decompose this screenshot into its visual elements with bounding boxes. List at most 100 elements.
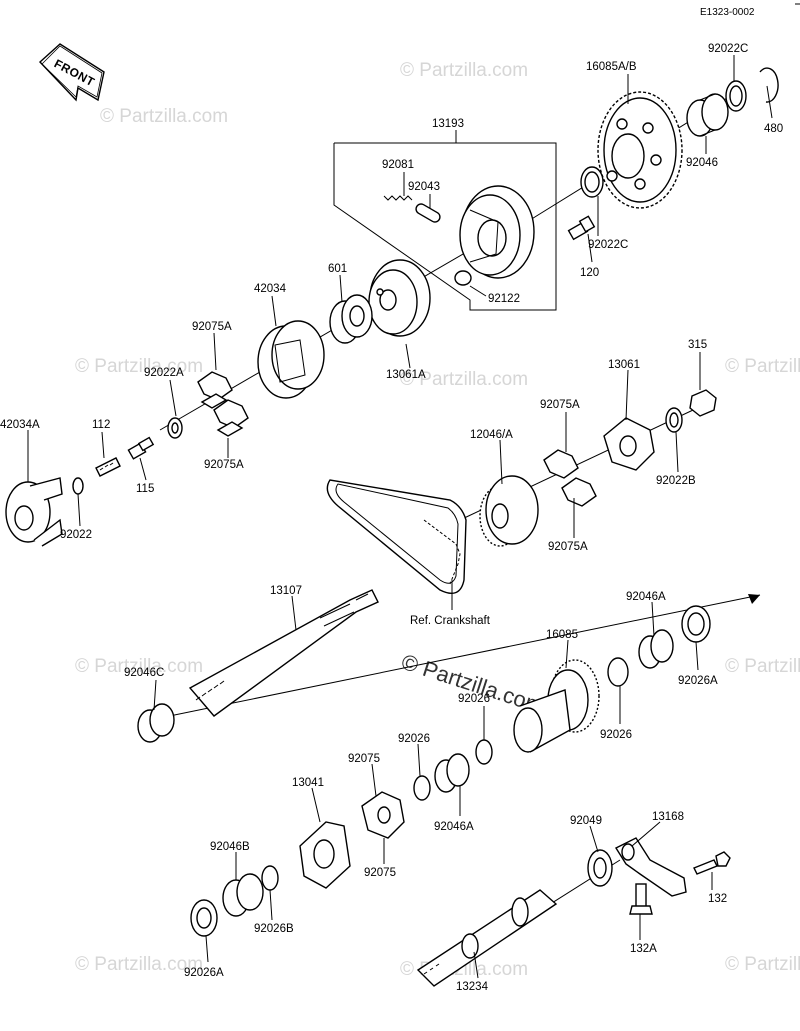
needle-bearing: [638, 629, 674, 669]
callout-92046A-top: 92046A: [626, 591, 666, 603]
assembly-bracket: [333, 130, 557, 311]
washer: [261, 865, 279, 891]
callout-92022B: 92022B: [656, 475, 696, 487]
watermark: © Partzilla.com: [725, 656, 800, 677]
callout-92049: 92049: [570, 815, 602, 827]
axis-line: [149, 594, 761, 721]
needle-bearing: [434, 753, 470, 793]
drive-chain: [326, 479, 467, 594]
stud: [95, 457, 121, 477]
callout-92022C-top: 92022C: [708, 43, 748, 55]
washer: [607, 657, 629, 687]
callout-92046C: 92046C: [124, 667, 164, 679]
front-arrow-icon: [38, 43, 105, 102]
callout-92081: 92081: [382, 159, 414, 171]
watermark: © Partzilla.com: [75, 954, 203, 975]
needle-bearing: [137, 703, 175, 743]
callout-92046A-bottom: 92046A: [434, 821, 474, 833]
spring: [383, 195, 413, 201]
callout-92046B: 92046B: [210, 841, 250, 853]
callout-13061A: 13061A: [386, 369, 426, 381]
callout-92026: 92026: [458, 693, 490, 705]
circlip: [759, 67, 779, 103]
callout-315: 315: [688, 339, 707, 351]
roller: [454, 270, 472, 286]
damper-hub: [603, 417, 655, 471]
callout-92022C-mid: 92022C: [588, 239, 628, 251]
callout-112: 112: [92, 419, 110, 431]
diagram-code: E1323-0002: [700, 7, 755, 18]
needle-bearing: [686, 93, 729, 137]
callout-92026A-right: 92026A: [678, 675, 718, 687]
callout-13168: 13168: [652, 811, 684, 823]
callout-42034A: 42034A: [0, 419, 40, 431]
watermark: © Partzilla.com: [725, 954, 800, 975]
washer: [72, 477, 84, 495]
needle-bearing: [222, 873, 264, 917]
callout-12046A: 12046/A: [470, 429, 513, 441]
shift-lever: [614, 837, 687, 897]
callout-92075A: 92075A: [540, 399, 580, 411]
callout-92022: 92022: [60, 529, 92, 541]
callout-92022A: 92022A: [144, 367, 184, 379]
drive-plate: [5, 477, 63, 547]
shift-shaft: [416, 889, 558, 987]
output-hub: [299, 821, 351, 889]
callout-labels: 13193 16085A/B 92022C 480 92046 92081 92…: [0, 43, 783, 993]
clutch-shoe: [257, 320, 325, 399]
callout-92122: 92122: [488, 293, 520, 305]
callout-92026: 92026: [398, 733, 430, 745]
callout-13041: 13041: [292, 777, 324, 789]
callout-13234: 13234: [456, 981, 489, 993]
watermark: © Partzilla.com: [75, 356, 203, 377]
callout-92075A: 92075A: [548, 541, 588, 553]
output-shaft: [188, 589, 379, 717]
damper: [543, 449, 579, 479]
damper: [361, 791, 405, 839]
watermark: © Partzilla.com: [725, 356, 800, 377]
washer: [475, 739, 493, 765]
reference-label: Ref. Crankshaft: [410, 615, 491, 627]
damper: [213, 399, 249, 437]
callout-132: 132: [708, 893, 727, 905]
callout-92026: 92026: [600, 729, 632, 741]
watermark: © Partzilla.com: [400, 369, 528, 390]
pin: [415, 203, 441, 223]
callout-92075: 92075: [348, 753, 380, 765]
ball-bearing: [329, 294, 373, 344]
watermark: © Partzilla.com: [100, 106, 228, 127]
clutch-drum: [459, 185, 535, 279]
callout-601: 601: [328, 263, 347, 275]
callout-16085: 16085: [546, 629, 578, 641]
nut: [689, 389, 717, 417]
damper: [561, 477, 597, 507]
watermark: © Partzilla.com: [400, 60, 528, 81]
leader-lines: [27, 55, 773, 979]
arrow-head-icon: [748, 594, 760, 604]
sprocket: [479, 475, 539, 547]
callout-16085AB: 16085A/B: [586, 61, 637, 73]
callout-480: 480: [764, 123, 783, 135]
callout-132A: 132A: [630, 943, 657, 955]
callout-13061: 13061: [608, 359, 640, 371]
callout-92026A-left: 92026A: [184, 967, 224, 979]
callout-120: 120: [580, 267, 599, 279]
callout-92075: 92075: [364, 867, 396, 879]
callout-92075A: 92075A: [192, 321, 232, 333]
callout-115: 115: [136, 483, 154, 495]
damper: [197, 371, 233, 409]
callout-92046: 92046: [686, 157, 718, 169]
sprocket-gear: [597, 91, 683, 209]
callout-92026B: 92026B: [254, 923, 294, 935]
callout-13193: 13193: [432, 118, 464, 130]
watermark: © Partzilla.com: [75, 656, 203, 677]
callout-42034: 42034: [254, 283, 287, 295]
bolt: [567, 215, 596, 241]
output-gear: [513, 659, 600, 753]
clutch-carrier: [368, 259, 431, 337]
bolt: [629, 883, 653, 915]
bolt: [693, 851, 731, 875]
bolt: [127, 436, 155, 460]
callout-13107: 13107: [270, 585, 302, 597]
